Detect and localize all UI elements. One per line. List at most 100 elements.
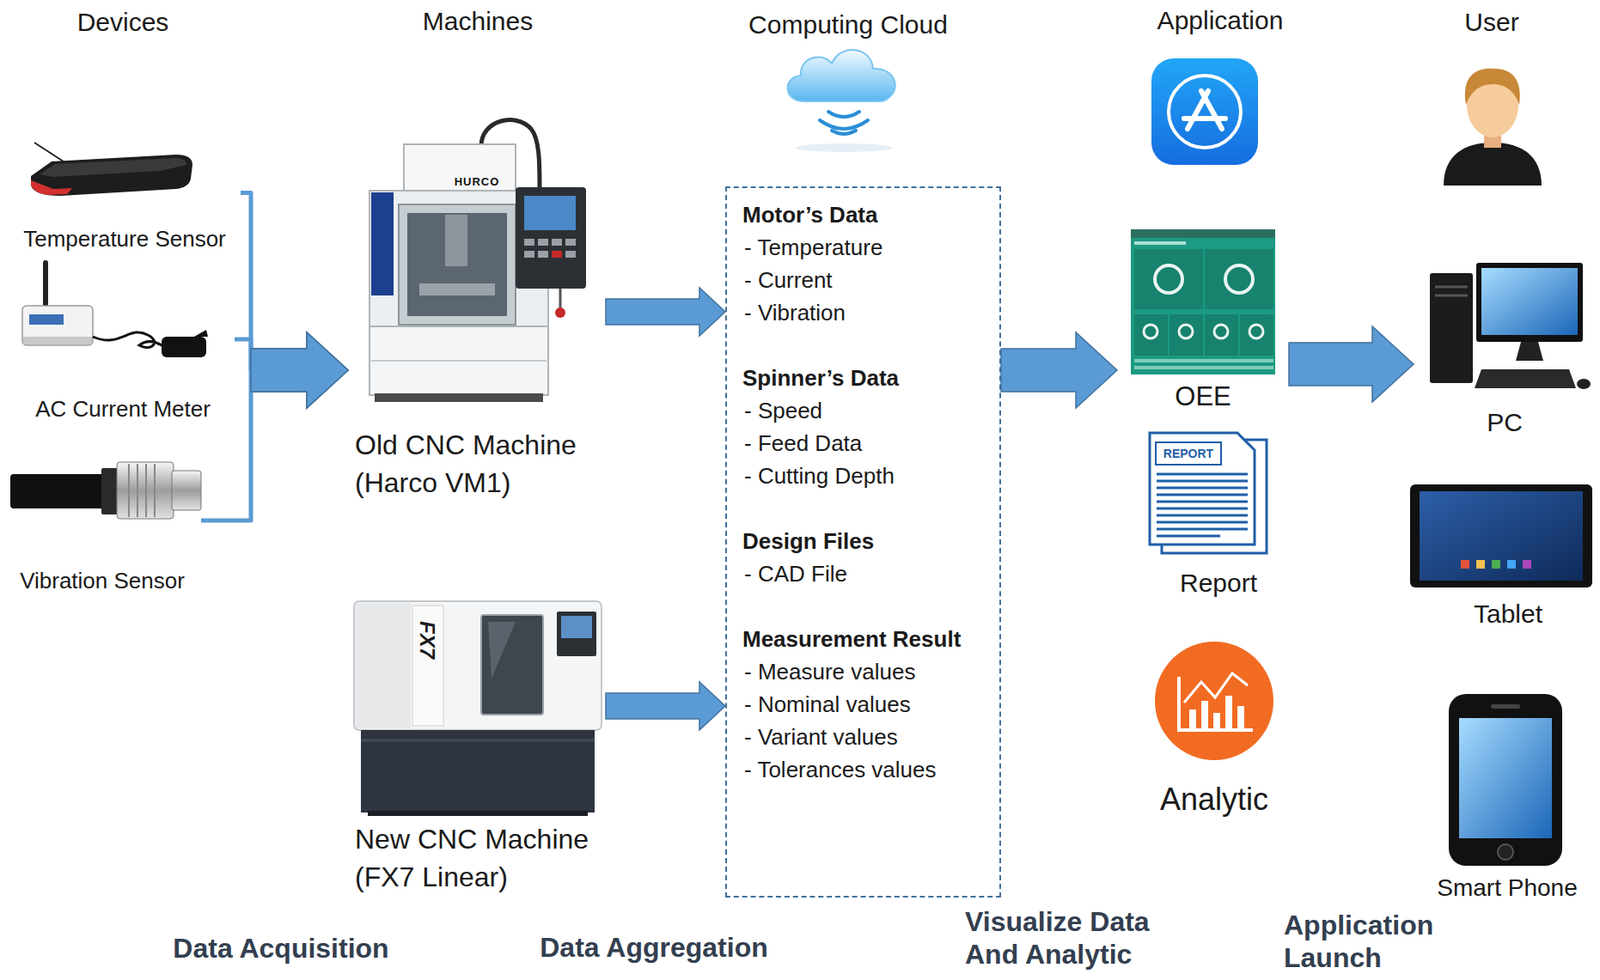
list-item: - Measure values <box>742 655 984 689</box>
old-cnc-machine-illustration-part <box>374 393 544 403</box>
tablet-icon-part <box>1419 491 1583 581</box>
tablet-icon-part <box>1476 560 1485 569</box>
list-item: - Variant values <box>742 720 984 754</box>
old-cnc-machine-illustration-part <box>403 144 516 193</box>
flow-arrow <box>1288 326 1414 403</box>
analytic-icon-part <box>1225 696 1233 729</box>
block-arrow <box>605 287 726 336</box>
pc-icon-part <box>1476 262 1583 342</box>
temperature-sensor-icon-part <box>30 180 73 196</box>
new-cnc-machine-illustration-part <box>360 739 595 743</box>
brand-mark: FX7 <box>415 621 440 660</box>
list-item: - CAD File <box>742 557 984 591</box>
old-cnc-machine-illustration-part <box>407 213 507 317</box>
oee-dashboard-icon-part <box>1130 229 1276 375</box>
current-meter-icon-part <box>161 336 207 358</box>
device-node: Temperature Sensor <box>8 133 241 253</box>
current-meter-icon-part <box>194 329 208 337</box>
pc-icon-part <box>1576 378 1591 390</box>
user-icon-part <box>1465 68 1521 105</box>
flow-arrow <box>240 193 349 410</box>
list-heading: Measurement Result <box>742 622 984 656</box>
oee-dashboard-icon-part <box>1130 229 1276 239</box>
pc-icon-part <box>1435 287 1468 296</box>
vibration-sensor-icon-part <box>128 464 155 518</box>
new-cnc-machine-illustration-part <box>561 616 593 639</box>
new-cnc-machine-illustration-part <box>367 811 588 817</box>
analytic-icon <box>1154 641 1274 761</box>
old-cnc-machine-illustration-part <box>565 250 576 258</box>
vibration-sensor-icon-part <box>10 474 105 509</box>
oee-dashboard-icon-part <box>1134 314 1168 356</box>
analytic-icon-part <box>1189 709 1197 729</box>
report-icon-part <box>1149 433 1255 545</box>
new-cnc-machine-illustration-part <box>354 601 602 731</box>
node-label: Vibration Sensor <box>19 567 185 595</box>
node-label: Smart Phone <box>1436 873 1577 904</box>
list-item: - Current <box>742 263 984 297</box>
device-node: Vibration Sensor <box>3 446 202 595</box>
list-item: - Temperature <box>742 231 984 264</box>
tablet-icon-part <box>1410 484 1593 588</box>
node-label: New CNC Machine (FX7 Linear) <box>354 820 599 897</box>
new-cnc-machine-illustration-part <box>488 622 516 679</box>
current-meter-icon-part <box>42 260 49 311</box>
new-cnc-machine-illustration-part <box>556 611 597 657</box>
application-icon-part <box>1168 75 1241 148</box>
column-header: Computing Cloud <box>748 9 948 41</box>
old-cnc-machine-illustration-part <box>445 214 468 267</box>
analytic-icon-part <box>1154 641 1274 761</box>
oee-dashboard-icon-part <box>1214 324 1228 339</box>
block-arrow <box>605 682 726 731</box>
arrow-feeder <box>201 370 251 521</box>
node-label: PC <box>1486 407 1523 439</box>
old-cnc-machine-illustration-part <box>524 250 535 258</box>
block-arrow <box>1288 326 1414 403</box>
new-cnc-machine-illustration-part <box>481 615 544 715</box>
user-device-node: Tablet <box>1417 476 1599 630</box>
pc-icon-part <box>1474 369 1576 389</box>
analytic-icon-part <box>1178 677 1253 731</box>
temperature-sensor-icon-part <box>39 158 187 178</box>
oee-dashboard-icon-part <box>1134 249 1204 310</box>
stage-label: Visualize Data And Analytic <box>964 905 1189 971</box>
list-item: - Cutting Depth <box>742 459 984 493</box>
analytic-icon-part <box>1201 701 1209 729</box>
smartphone-icon <box>1448 694 1563 867</box>
application-icon <box>1151 58 1259 165</box>
pc-icon-part <box>1481 268 1578 336</box>
old-cnc-machine-illustration-part <box>524 195 576 231</box>
icon-text: REPORT <box>1163 446 1214 462</box>
block-arrow <box>250 332 349 409</box>
pc-icon-part <box>1515 341 1544 361</box>
oee-dashboard-icon-part <box>1204 314 1239 356</box>
list-item: - Tolerances values <box>742 753 984 787</box>
report-icon-part <box>1156 474 1248 537</box>
current-meter-icon-part <box>92 332 164 349</box>
analytic-icon-part <box>1213 713 1221 729</box>
current-meter-icon <box>22 260 208 358</box>
list-heading: Spinner’s Data <box>742 361 984 395</box>
new-cnc-machine-illustration-part <box>355 603 411 729</box>
user-icon-part <box>1443 142 1542 186</box>
old-cnc-machine-illustration-part <box>537 238 549 246</box>
cloud-icon-part <box>795 143 892 153</box>
new-cnc-machine-illustration-part <box>412 605 444 727</box>
old-cnc-machine-illustration-part <box>371 360 547 362</box>
old-cnc-machine-illustration <box>369 120 587 403</box>
old-cnc-machine-illustration-part <box>551 238 562 246</box>
application-node: Analytic <box>1115 635 1313 819</box>
block-arrow <box>1001 332 1118 409</box>
tablet-icon-part <box>1460 560 1470 569</box>
flow-arrow <box>605 682 726 731</box>
stage-label: Application Launch <box>1283 909 1491 975</box>
cloud-icon-part <box>831 130 856 135</box>
old-cnc-machine-illustration-part <box>371 192 394 296</box>
smartphone-icon-part <box>1448 694 1563 867</box>
application-node: OEE <box>1117 221 1289 413</box>
cloud-icon-part <box>787 49 896 102</box>
vibration-sensor-icon-part <box>101 468 119 515</box>
new-cnc-machine-illustration <box>354 601 602 817</box>
